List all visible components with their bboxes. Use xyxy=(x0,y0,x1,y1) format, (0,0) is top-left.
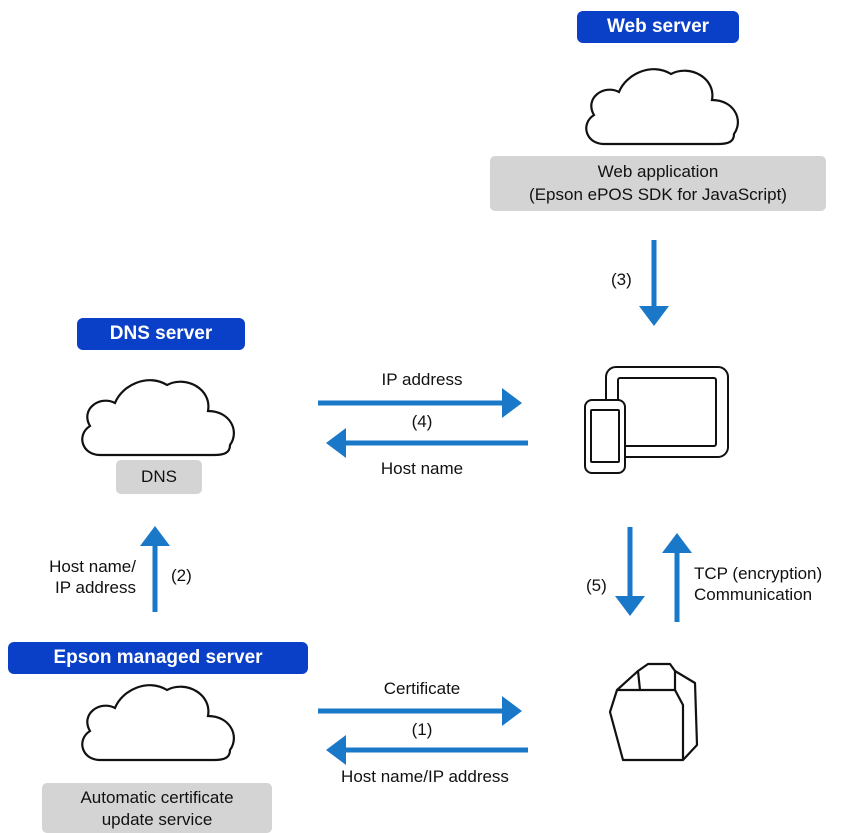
certificate-service-line2: update service xyxy=(101,810,213,829)
hostname-ip-update-line1: Host name/ xyxy=(49,557,136,576)
tablet-smartphone-icon xyxy=(584,366,729,474)
hostname-ip-address-label: Host name/IP address xyxy=(341,767,509,786)
tcp-communication-line1: TCP (encryption) xyxy=(694,564,823,583)
host-name-label: Host name xyxy=(380,459,464,478)
web-application-line1: Web application xyxy=(597,162,719,181)
certificate-label: Certificate xyxy=(383,679,461,698)
certificate-service-line1: Automatic certificate xyxy=(80,788,234,807)
web-application-label: Web application (Epson ePOS SDK for Java… xyxy=(490,156,826,211)
step-4-label: (4) xyxy=(411,412,433,431)
dns-label: DNS xyxy=(116,460,202,494)
certificate-service-label: Automatic certificate update service xyxy=(42,783,272,833)
tcp-communication-line2: Communication xyxy=(694,585,813,604)
epson-server-cloud-icon xyxy=(81,684,235,762)
web-application-line2: (Epson ePOS SDK for JavaScript) xyxy=(529,185,787,204)
ip-address-label: IP address xyxy=(381,370,463,389)
dns-server-title: DNS server xyxy=(77,318,245,350)
web-server-title: Web server xyxy=(577,11,739,43)
step-3-label: (3) xyxy=(611,270,632,289)
dns-server-cloud-icon xyxy=(81,379,235,457)
step-2-label: (2) xyxy=(171,566,192,585)
hostname-ip-update-label: Host name/ IP address xyxy=(26,556,136,598)
tcp-communication-label: TCP (encryption) Communication xyxy=(694,563,822,605)
receipt-printer-icon xyxy=(608,662,699,762)
epson-managed-server-title: Epson managed server xyxy=(8,642,308,674)
hostname-ip-update-line2: IP address xyxy=(55,578,136,597)
step-1-label: (1) xyxy=(411,720,433,739)
web-server-cloud-icon xyxy=(585,68,739,146)
step-5-label: (5) xyxy=(586,576,607,595)
